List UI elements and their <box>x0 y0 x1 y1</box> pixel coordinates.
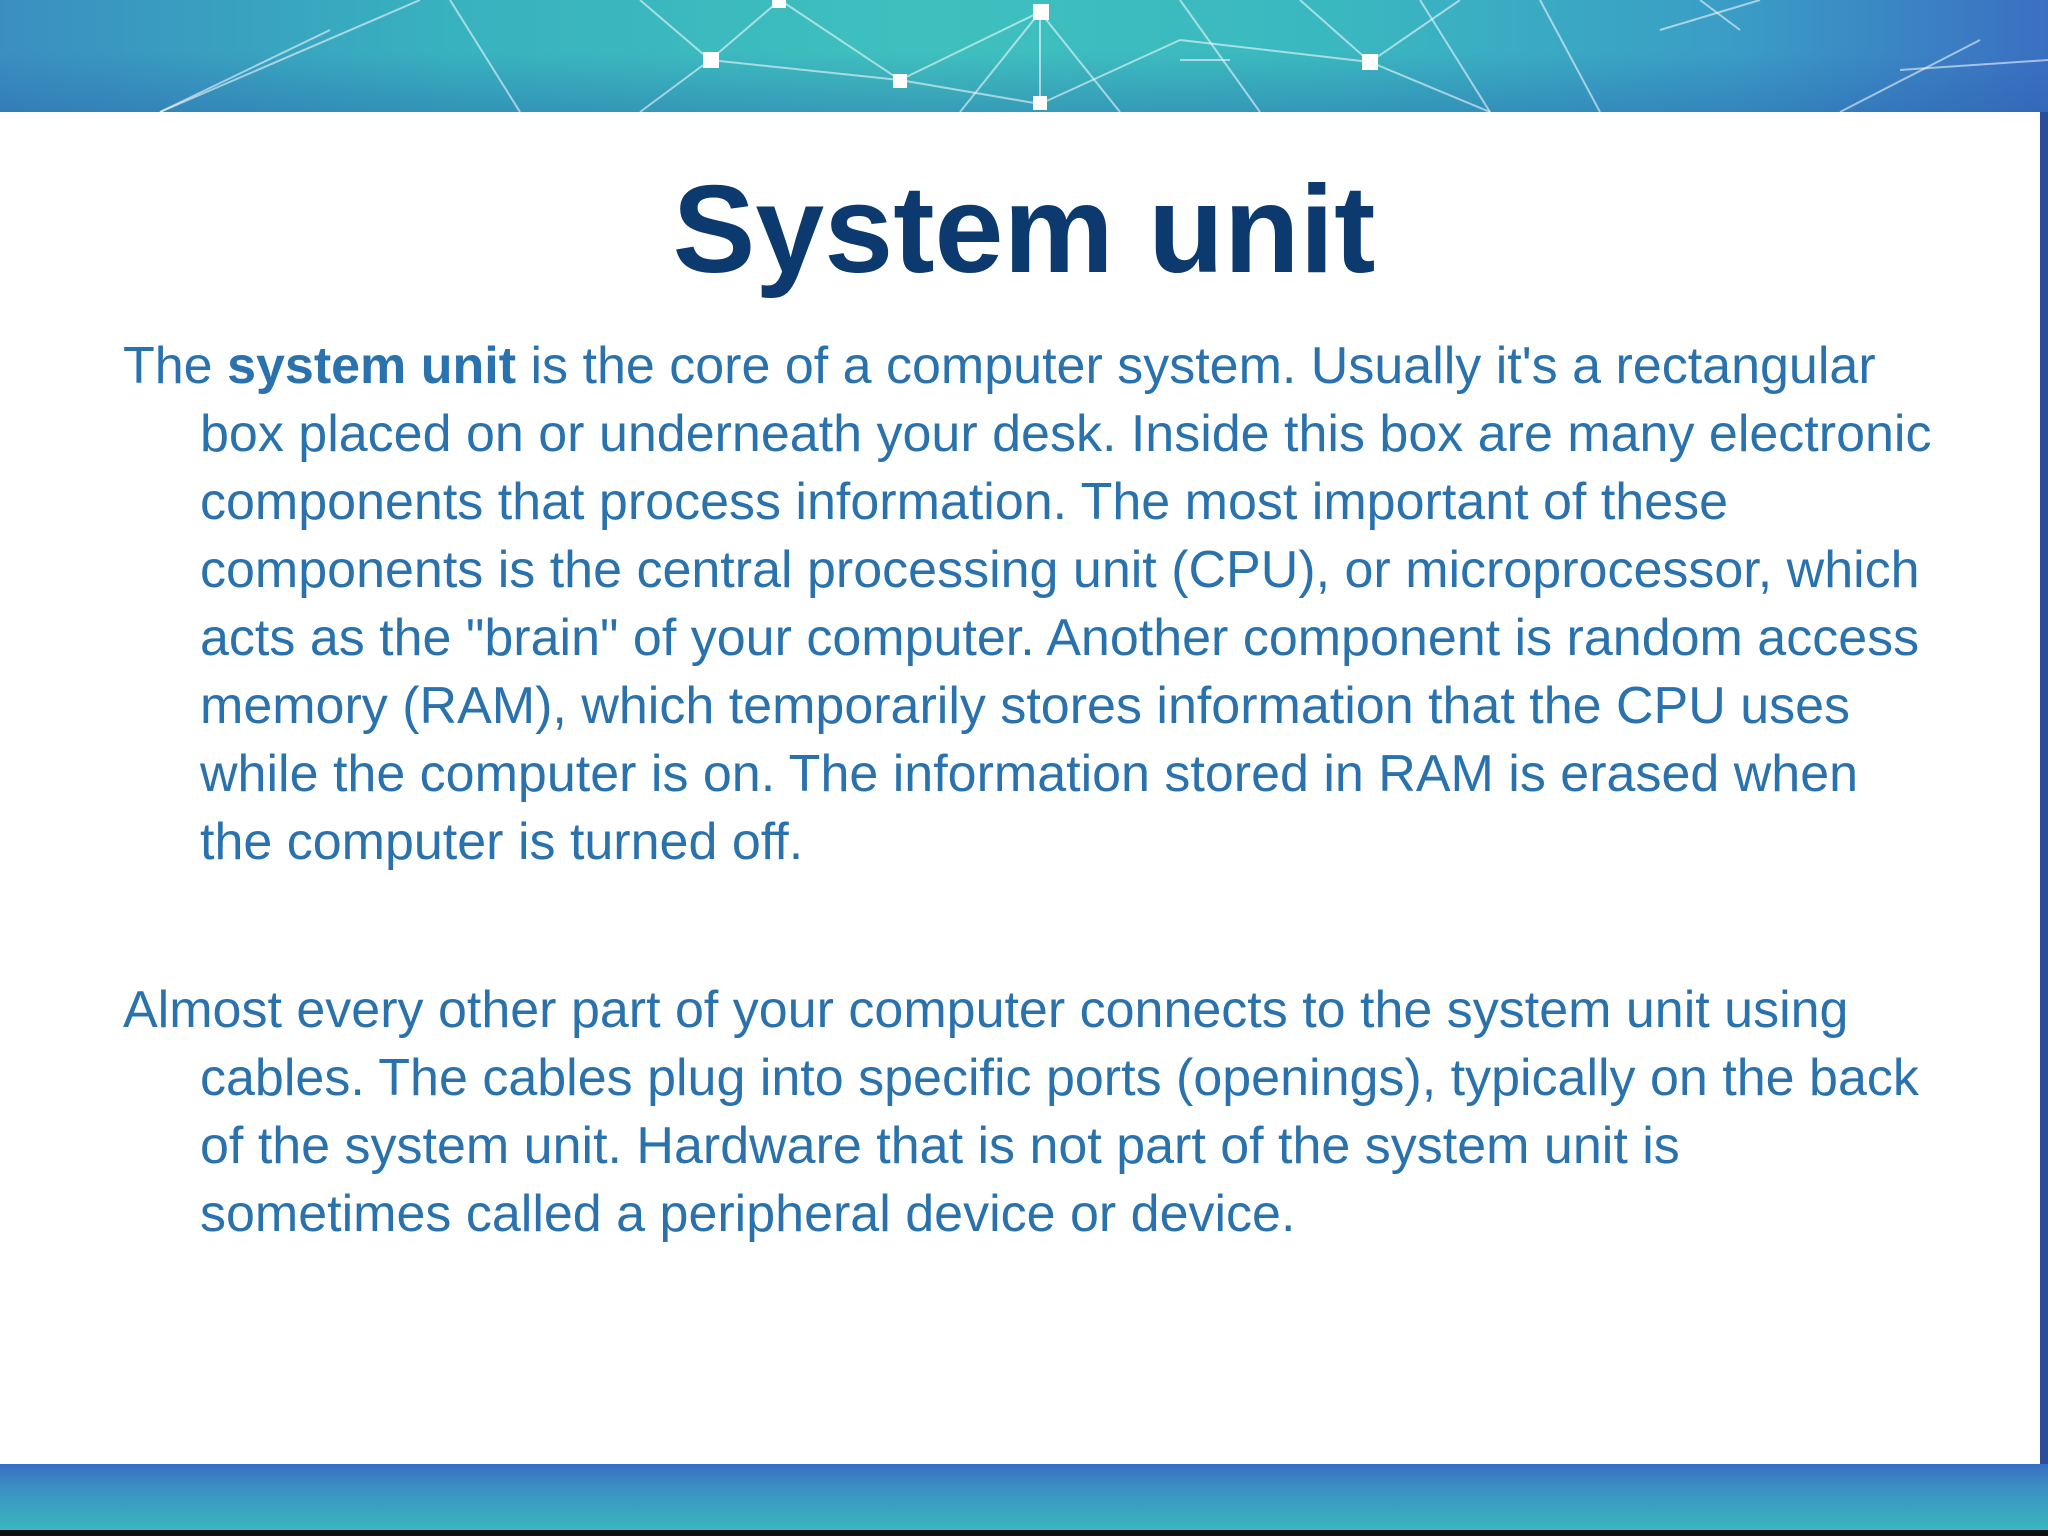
right-edge-stripe <box>2040 112 2048 1464</box>
header-network-banner <box>0 0 2048 112</box>
slide-title: System unit <box>672 161 1376 299</box>
paragraph-peripherals: Almost every other part of your computer… <box>123 981 1919 1243</box>
paragraph-system-unit: The system unit is the core of a compute… <box>0 332 1940 876</box>
network-lines-graphic <box>159 0 2048 112</box>
footer-band <box>0 1464 2048 1530</box>
paragraph-1-bold-term: system unit <box>227 337 517 395</box>
bottom-edge-bar <box>0 1530 2048 1536</box>
paragraph-1-text: is the core of a computer system. Usuall… <box>200 337 1932 871</box>
paragraph-1-lead: The <box>123 337 228 395</box>
slide-body: The system unit is the core of a compute… <box>0 332 2048 1248</box>
